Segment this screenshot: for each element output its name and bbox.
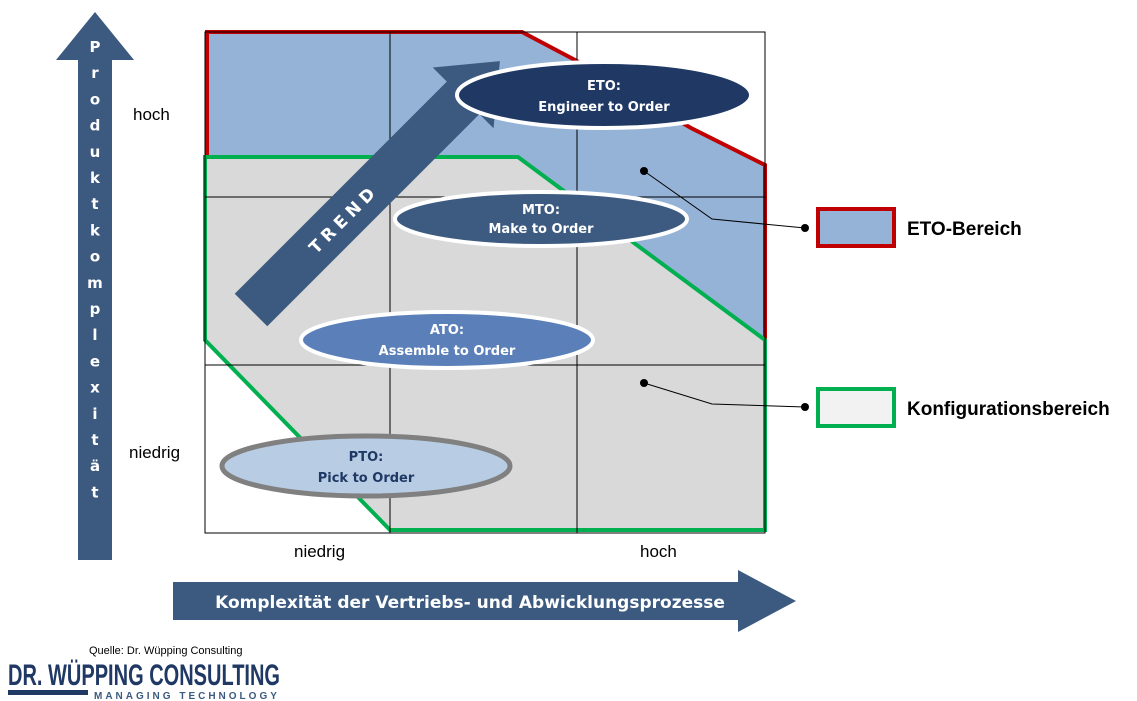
y-axis-title-letter: o xyxy=(90,90,100,108)
y-axis-title-letter: ä xyxy=(90,457,100,475)
y-axis-title-letter: d xyxy=(90,117,101,135)
y-axis-title-letter: t xyxy=(91,431,98,449)
config-connector xyxy=(640,379,809,411)
eto-ellipse: ETO: Engineer to Order xyxy=(455,60,753,130)
source-note: Quelle: Dr. Wüpping Consulting xyxy=(89,645,242,657)
y-axis-title-letter: x xyxy=(90,379,100,397)
y-label-low: niedrig xyxy=(129,443,180,462)
eto-legend-swatch xyxy=(816,207,896,248)
y-axis-title-letter: p xyxy=(90,300,101,318)
y-axis-title-letter: l xyxy=(92,326,97,344)
svg-text:DR. WÜPPING CONSULTING: DR. WÜPPING CONSULTING xyxy=(8,659,280,692)
y-axis-title-letter: t xyxy=(91,195,98,213)
ato-ellipse: ATO: Assemble to Order xyxy=(299,310,595,370)
eto-connector xyxy=(640,167,809,232)
svg-text:Pick to Order: Pick to Order xyxy=(318,471,415,486)
pto-ellipse: PTO: Pick to Order xyxy=(219,433,513,499)
y-axis-title-letter: r xyxy=(91,64,99,82)
svg-text:ATO:: ATO: xyxy=(430,323,464,338)
y-axis-title-letter: i xyxy=(92,405,97,423)
svg-text:PTO:: PTO: xyxy=(349,450,384,465)
svg-text:MTO:: MTO: xyxy=(522,203,560,218)
y-axis-title-letter: k xyxy=(90,169,101,187)
y-axis-title-letter: P xyxy=(90,38,101,56)
mto-ellipse: MTO: Make to Order xyxy=(393,190,689,248)
y-axis-arrow xyxy=(56,12,134,560)
eto-legend-label: ETO-Bereich xyxy=(907,219,1022,240)
y-axis-title-letter: t xyxy=(91,483,98,501)
y-axis-title-letter: e xyxy=(90,352,100,370)
y-axis-title-letter: o xyxy=(90,248,100,266)
x-axis-title: Komplexität der Vertriebs- und Abwicklun… xyxy=(215,593,725,613)
y-axis-title-letter: m xyxy=(87,274,103,292)
svg-text:Make to Order: Make to Order xyxy=(488,222,594,237)
y-axis-title-letter: u xyxy=(90,143,101,161)
x-axis-arrow: Komplexität der Vertriebs- und Abwicklun… xyxy=(173,570,796,632)
config-legend-swatch xyxy=(816,387,896,428)
svg-text:Engineer to Order: Engineer to Order xyxy=(538,100,670,115)
svg-text:ETO:: ETO: xyxy=(587,79,621,94)
svg-text:MANAGING TECHNOLOGY: MANAGING TECHNOLOGY xyxy=(94,691,280,701)
config-legend-label: Konfigurationsbereich xyxy=(907,399,1110,420)
y-axis-title-letter: k xyxy=(90,221,101,239)
y-label-high: hoch xyxy=(133,105,170,124)
x-label-low: niedrig xyxy=(294,542,345,561)
company-logo: DR. WÜPPING CONSULTING MANAGING TECHNOLO… xyxy=(8,659,280,701)
x-label-high: hoch xyxy=(640,542,677,561)
svg-text:Assemble to Order: Assemble to Order xyxy=(379,344,516,359)
